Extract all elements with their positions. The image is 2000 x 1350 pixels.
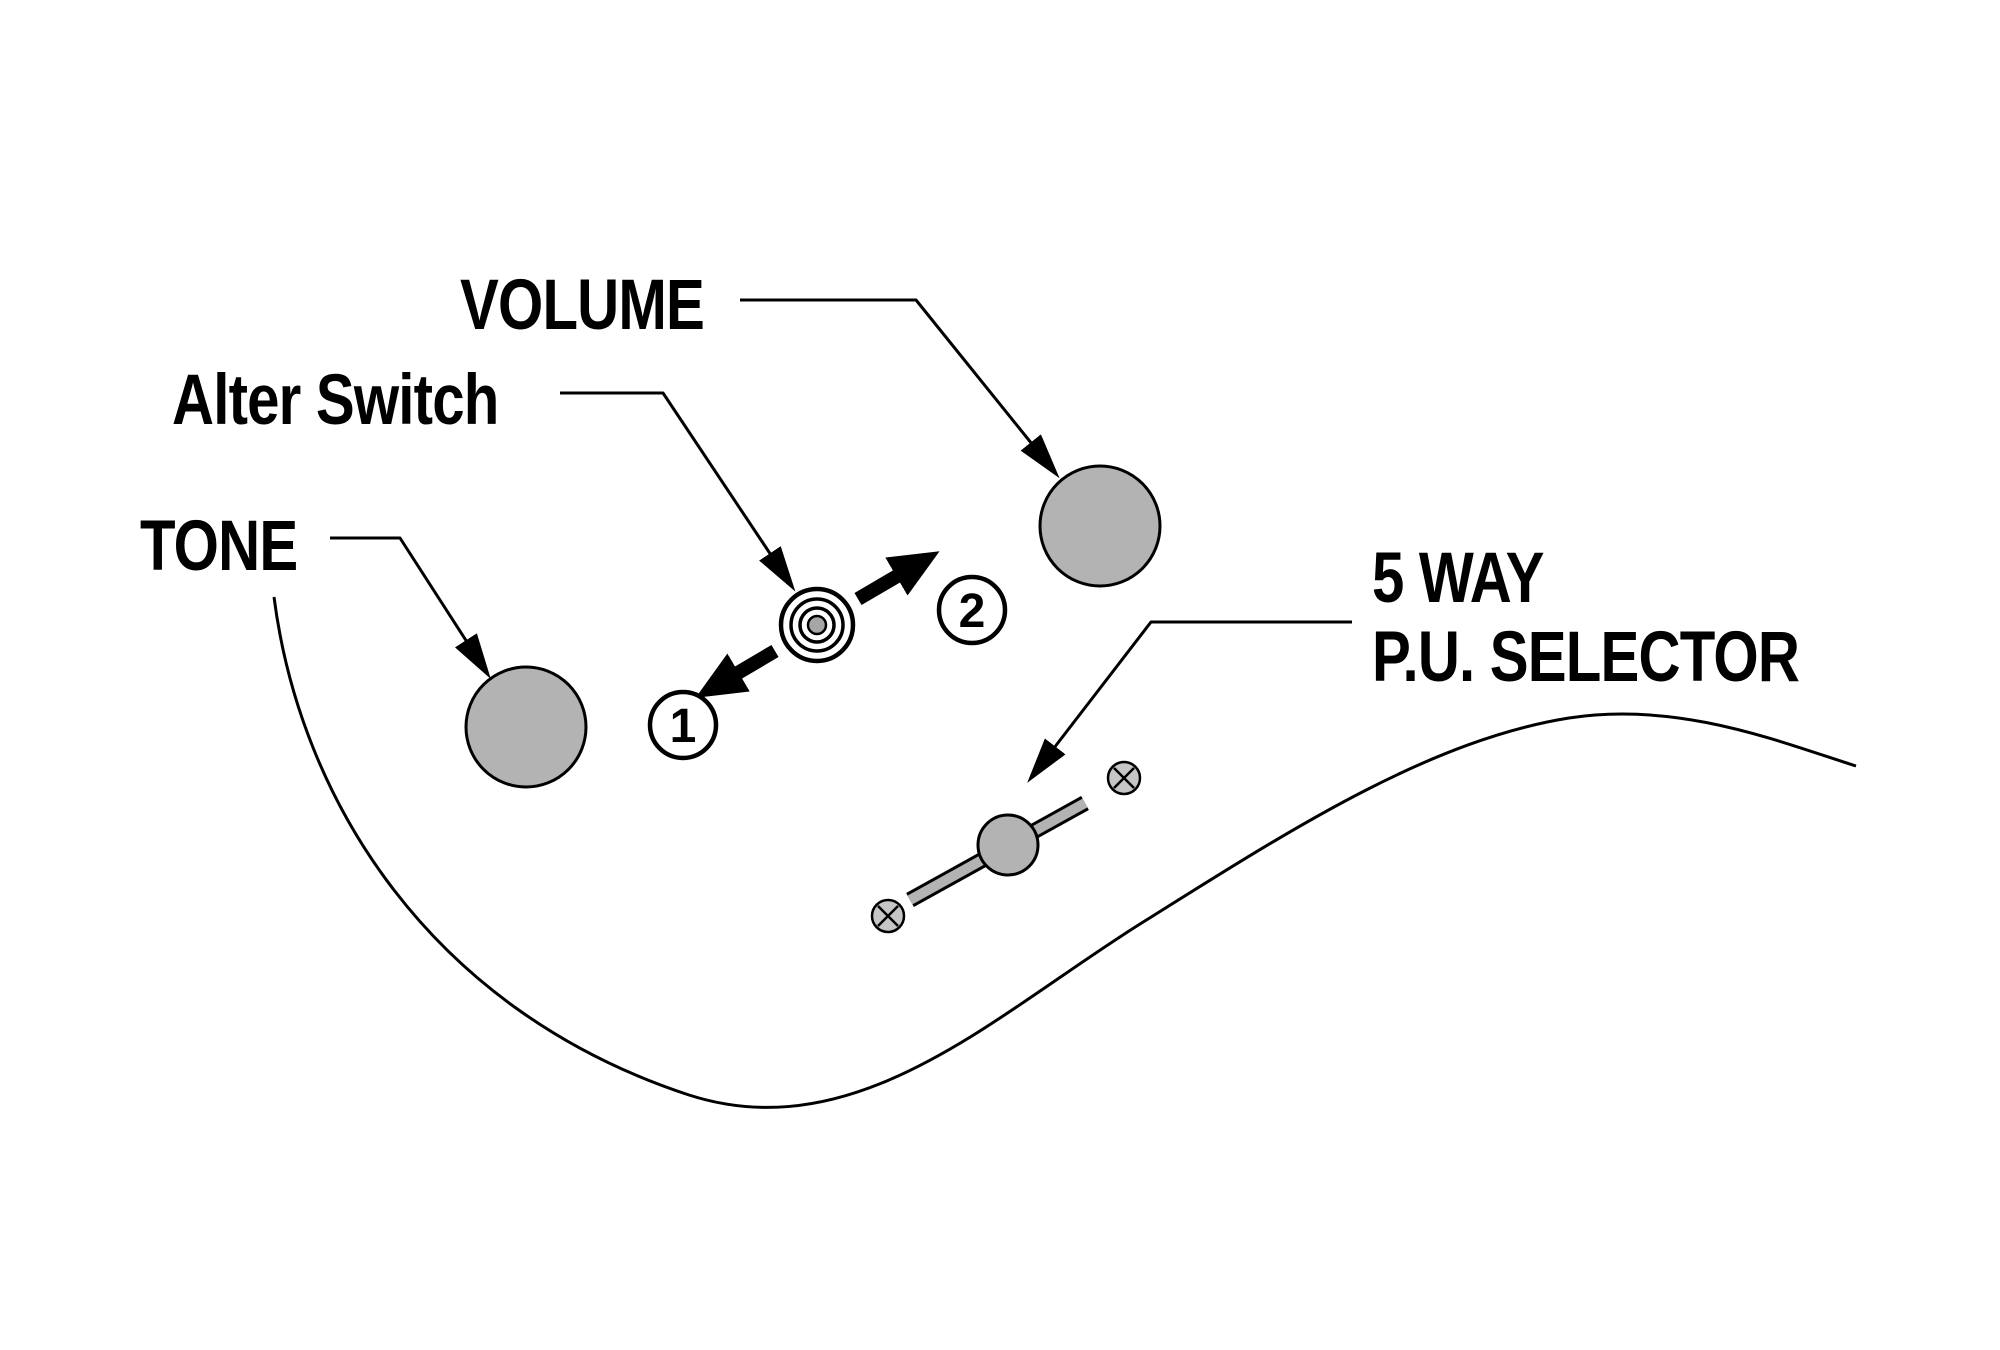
selector-leader-line (1027, 620, 1352, 783)
position-1-label: 1 (670, 700, 697, 753)
tone-label: TONE (140, 505, 297, 585)
alter-switch-label: Alter Switch (172, 359, 499, 439)
volume-label: VOLUME (460, 264, 704, 344)
guitar-body-outline (272, 596, 1857, 1109)
selector-label-line1: 5 WAY (1372, 537, 1544, 617)
direction-arrow-up-right (854, 551, 940, 606)
position-2-label: 2 (959, 585, 986, 638)
position-1-marker: 1 (647, 689, 719, 761)
selector-label-line2: P.U. SELECTOR (1372, 616, 1799, 696)
pickup-selector-lever (906, 796, 1089, 907)
position-2-marker: 2 (936, 574, 1008, 646)
selector-knob (976, 813, 1040, 877)
tone-leader-line (330, 536, 491, 679)
volume-knob (1038, 464, 1162, 588)
volume-leader-line (740, 298, 1060, 479)
selector-screw-bottom (870, 898, 906, 934)
selector-screw-top (1106, 760, 1142, 796)
tone-knob (464, 665, 588, 789)
direction-arrow-down-left (695, 644, 779, 698)
alter-switch-control (778, 586, 856, 664)
alter-switch-leader-line (560, 391, 796, 592)
